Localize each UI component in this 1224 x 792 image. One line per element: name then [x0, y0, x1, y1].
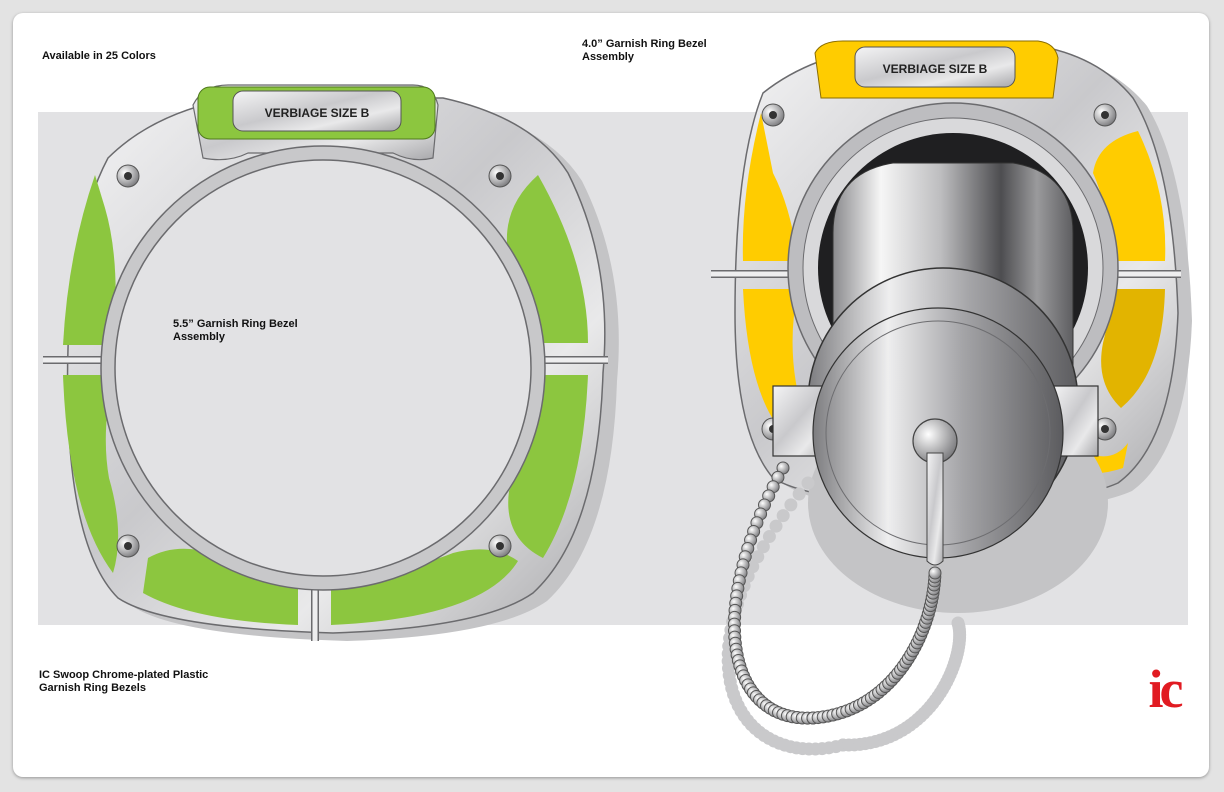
ball-chain	[727, 461, 942, 725]
chain-bead	[769, 519, 783, 533]
chain-bead	[784, 498, 798, 512]
left-bezel: VERBIAGE SIZE B	[43, 84, 619, 641]
chain-bead	[928, 566, 942, 580]
screw-icon	[116, 534, 140, 558]
screw-icon	[1093, 103, 1117, 127]
chain-bead	[792, 487, 806, 501]
screw-icon	[488, 534, 512, 558]
chain-bead	[951, 616, 965, 630]
screw-icon	[488, 164, 512, 188]
chain-bead	[801, 476, 815, 490]
caption-bezel-5-5: 5.5” Garnish Ring Bezel Assembly	[173, 318, 298, 343]
left-plate-label: VERBIAGE SIZE B	[265, 106, 370, 120]
ic-logo: ic	[1140, 659, 1188, 723]
left-green-segment	[331, 549, 518, 625]
chain-bead	[776, 509, 790, 523]
left-green-segment	[63, 375, 119, 573]
chain-bead	[756, 540, 770, 554]
right-bezel: VERBIAGE SIZE B	[711, 40, 1192, 613]
right-name-plate	[854, 46, 1016, 88]
caption-available-colors: Available in 25 Colors	[42, 50, 156, 62]
left-green-segment	[508, 375, 588, 558]
illustration: VERBIAGE SIZE B	[43, 40, 1192, 756]
caption-bezel-4-0: 4.0” Garnish Ring Bezel Assembly	[582, 38, 707, 63]
right-plate-label: VERBIAGE SIZE B	[883, 62, 988, 76]
right-yellow-segment	[742, 113, 798, 261]
left-green-segment	[143, 548, 298, 625]
left-green-segment	[63, 175, 116, 345]
left-green-segment	[506, 175, 588, 343]
chain-bead	[762, 530, 776, 544]
right-yellow-segment	[1101, 289, 1165, 408]
ic-logo-text: ic	[1148, 659, 1184, 719]
caption-product-line: IC Swoop Chrome-plated Plastic Garnish R…	[39, 669, 209, 694]
screw-icon	[1093, 417, 1117, 441]
left-name-plate	[232, 90, 402, 132]
screw-icon	[761, 103, 785, 127]
product-sheet: VERBIAGE SIZE B	[13, 13, 1209, 777]
screw-icon	[116, 164, 140, 188]
